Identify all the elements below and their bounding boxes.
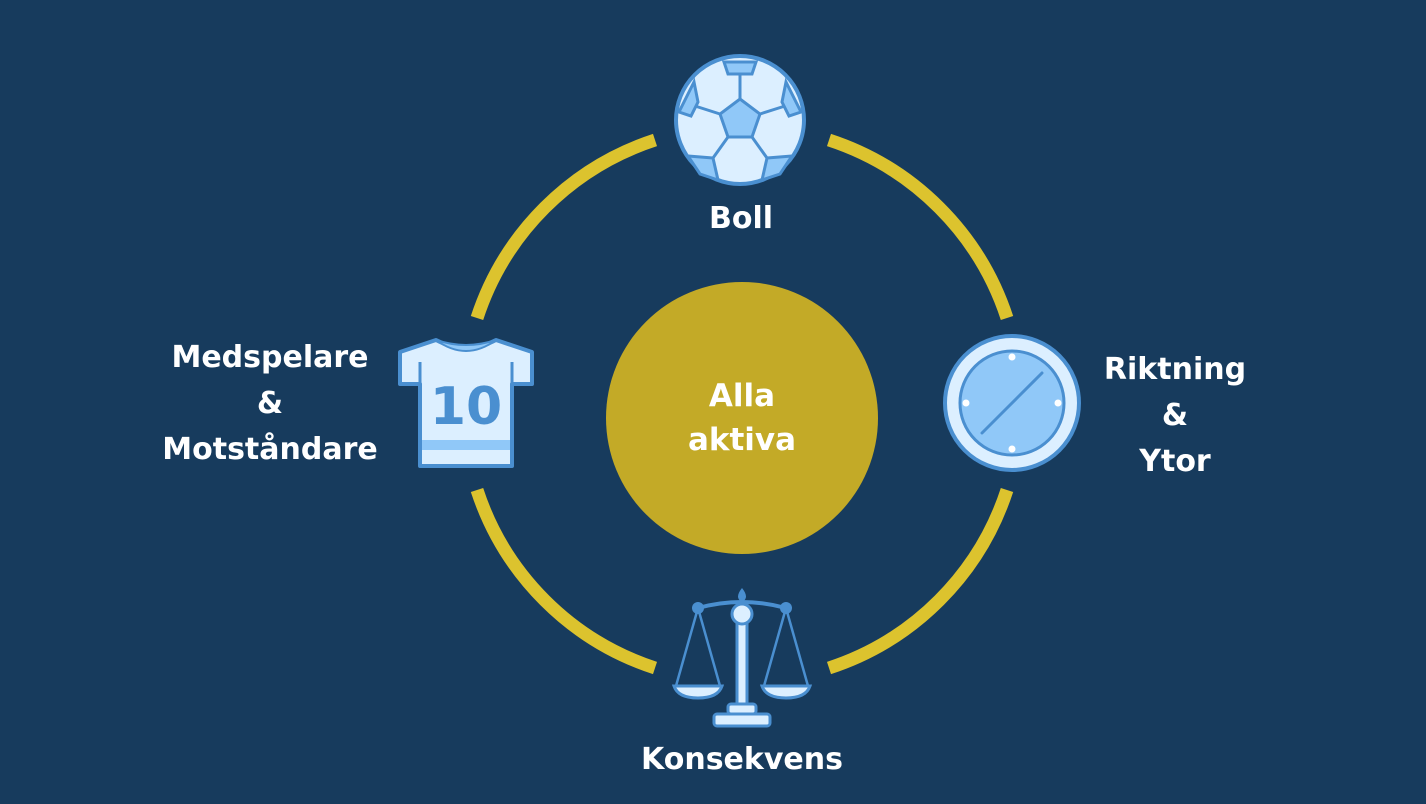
center-label-line-1: Alla <box>708 378 776 414</box>
ring-segment-bottom-left <box>470 487 658 675</box>
node-label-right-line-3: Ytor <box>1139 444 1211 479</box>
center-label-line-2: aktiva <box>687 422 797 458</box>
jersey-icon: 10 <box>398 338 534 468</box>
ring-segment-top-left <box>470 133 658 321</box>
ring-segment-bottom-right <box>826 487 1014 675</box>
node-label-left-line-2: & <box>256 386 284 421</box>
center-label: Alla aktiva <box>606 282 878 554</box>
node-label-bottom-line-1: Konsekvens <box>641 742 843 777</box>
node-label-left: Medspelare & Motståndare <box>150 335 390 473</box>
node-label-right: Riktning & Ytor <box>1080 347 1270 485</box>
node-label-bottom: Konsekvens <box>612 737 872 783</box>
node-label-right-line-1: Riktning <box>1103 352 1247 387</box>
scales-icon <box>671 588 813 728</box>
soccer-ball-icon <box>674 54 806 186</box>
node-label-top-line-1: Boll <box>708 201 774 236</box>
node-label-top: Boll <box>641 196 841 242</box>
compass-icon <box>943 334 1081 472</box>
center-circle <box>606 282 878 554</box>
node-label-left-line-3: Motståndare <box>162 432 378 467</box>
node-label-left-line-1: Medspelare <box>171 340 369 375</box>
node-label-right-line-2: & <box>1161 398 1189 433</box>
ring-segment-top-right <box>826 133 1014 321</box>
jersey-number: 10 <box>430 377 502 437</box>
